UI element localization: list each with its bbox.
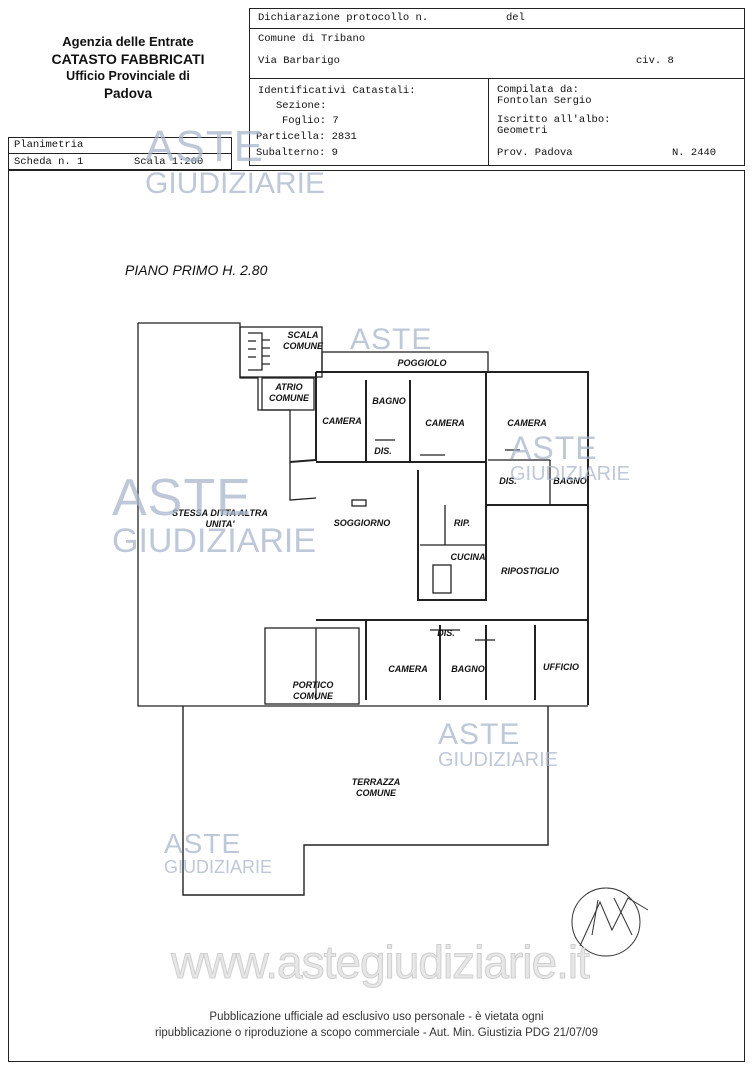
agency-block: Agenzia delle Entrate CATASTO FABBRICATI… [18, 34, 238, 101]
civico-text: civ. 8 [636, 55, 674, 67]
watermark-logo: ASTE GIUDIZIARIE [145, 122, 326, 200]
scheda-divider [8, 153, 232, 154]
catasto-title: CATASTO FABBRICATI [51, 51, 205, 67]
drawing-frame [8, 170, 745, 1062]
room-dis-2: DIS. [499, 476, 517, 486]
del-label: del [506, 12, 525, 24]
room-terrazza: TERRAZZA COMUNE [351, 777, 401, 798]
footer-line-1: Pubblicazione ufficiale ad esclusivo uso… [209, 1011, 544, 1023]
plan-title: PIANO PRIMO H. 2.80 [125, 262, 268, 278]
watermark-logo: ASTE GIUDIZIARIE [510, 430, 631, 485]
room-camera-4: CAMERA [388, 664, 428, 674]
comune-text: Comune di Tribano [258, 33, 366, 45]
watermark-logo: ASTE [350, 323, 433, 356]
watermark-logo: ASTE GIUDIZIARIE [112, 469, 317, 560]
provincia-name: Padova [103, 86, 153, 101]
iscritto-label: Iscritto all'albo: [497, 114, 611, 126]
header-divider [249, 28, 745, 29]
room-stessa-ditta: STESSA DITTA ALTRA UNITA' [172, 508, 268, 529]
protocol-label: Dichiarazione protocollo n. [258, 12, 429, 24]
room-bagno-2: BAGNO [553, 476, 587, 486]
room-atrio: ATRIO COMUNE [269, 382, 309, 403]
sezione-text: Sezione: [276, 100, 327, 112]
iscritto-value: Geometri [497, 125, 548, 137]
room-poggiolo: POGGIOLO [397, 358, 447, 368]
ufficio-label: Ufficio Provinciale di [66, 69, 190, 83]
via-text: Via Barbarigo [258, 55, 340, 67]
room-rip: RIP. [453, 518, 471, 528]
scheda-number: Scheda n. 1 [14, 156, 84, 168]
header-divider [488, 78, 489, 166]
identificativi-label: Identificativi Catastali: [258, 85, 416, 97]
room-dis-1: DIS. [374, 446, 392, 456]
room-soggiorno: SOGGIORNO [333, 518, 391, 528]
watermark-logo: ASTE GIUDIZIARIE [438, 718, 559, 771]
particella-text: Particella: 2831 [256, 131, 357, 143]
header-frame [249, 8, 745, 166]
watermark-site: www.astegiudiziarie.it [171, 936, 591, 989]
room-scala: SCALA COMUNE [283, 330, 323, 351]
room-ufficio: UFFICIO [543, 662, 579, 672]
albo-number: N. 2440 [672, 147, 717, 159]
room-camera-1: CAMERA [322, 416, 362, 426]
footer-line-2: ripubblicazione o riproduzione a scopo c… [155, 1027, 598, 1039]
provincia-text: Prov. Padova [497, 147, 573, 159]
agency-name: Agenzia delle Entrate [62, 34, 194, 49]
room-dis-3: DIS. [437, 628, 455, 638]
watermark-logo: ASTE GIUDIZIARIE [164, 828, 273, 877]
room-bagno-3: BAGNO [451, 664, 485, 674]
subalterno-text: Subalterno: 9 [256, 147, 338, 159]
north-arrow-icon [571, 887, 649, 957]
room-camera-3: CAMERA [507, 418, 547, 428]
header-divider [249, 78, 745, 79]
room-ripostiglio: RIPOSTIGLIO [500, 566, 559, 576]
foglio-text: Foglio: 7 [282, 115, 339, 127]
room-portico: PORTICO COMUNE [292, 680, 334, 701]
room-bagno-1: BAGNO [372, 396, 406, 406]
compilata-label: Compilata da: [497, 84, 579, 96]
room-camera-2: CAMERA [425, 418, 465, 428]
planimetria-label: Planimetria [14, 139, 84, 151]
room-cucina: CUCINA [450, 552, 486, 562]
compilata-name: Fontolan Sergio [497, 95, 592, 107]
scala-text: Scala 1:200 [134, 156, 204, 168]
